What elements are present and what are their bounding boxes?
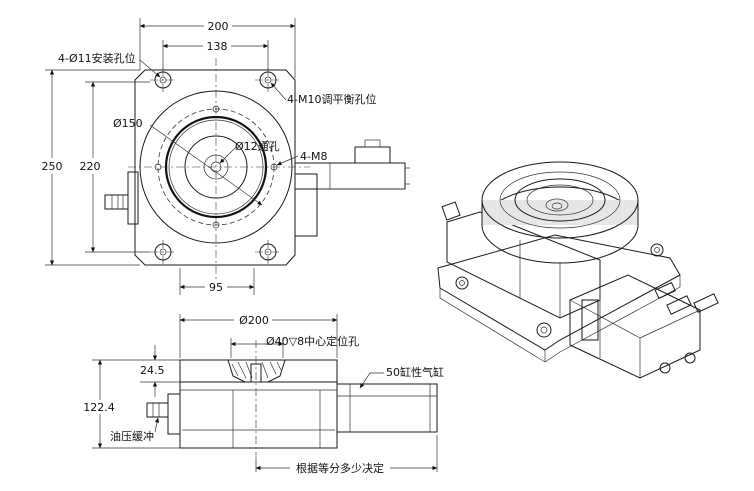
side-disc-top — [179, 359, 338, 383]
side-oil-buffer — [146, 402, 169, 418]
side-cylinder — [336, 383, 438, 433]
label-m10-holes: 4-M10调平衡孔位 — [287, 92, 376, 106]
iso-base-plate — [437, 234, 681, 351]
side-left-block — [167, 393, 181, 435]
dim-width-inner: 138 — [207, 40, 228, 53]
isometric-view — [437, 161, 719, 379]
dim-24-5: 24.5 — [140, 364, 165, 377]
base-plate-outline — [134, 69, 296, 266]
m8-hole-top — [212, 105, 220, 113]
label-oil-buffer: 油压缓冲 — [110, 429, 154, 443]
top-view: 200 138 250 220 95 4-Ø11安装孔位 4-M10调平衡孔位 … — [38, 18, 410, 295]
mount-hole-bl — [150, 240, 176, 264]
center-locating-hole-section — [227, 359, 286, 383]
m8-hole-left — [154, 163, 162, 171]
iso-table-top — [481, 161, 639, 239]
label-mount-holes: 4-Ø11安装孔位 — [58, 51, 136, 65]
label-m8: 4-M8 — [300, 150, 327, 163]
label-length-note: 根据等分多少决定 — [296, 461, 384, 475]
cylinder-body — [294, 162, 406, 190]
mount-hole-tl — [150, 68, 176, 92]
iso-cylinder — [569, 274, 701, 379]
dim-height-inner: 220 — [80, 160, 101, 173]
oil-buffer-rod — [104, 194, 129, 210]
cylinder-end-fitting — [354, 146, 391, 164]
m8-hole-bottom — [212, 221, 220, 229]
dim-dia200: Ø200 — [239, 314, 269, 327]
dim-offset: 95 — [209, 281, 223, 294]
label-dia12: Ø12通孔 — [235, 140, 280, 153]
oil-buffer-block — [127, 171, 139, 225]
mount-hole-tr — [255, 68, 281, 92]
label-dia150: Ø150 — [113, 117, 143, 130]
side-view: Ø200 Ø40▽8中心定位孔 24.5 122.4 50缸性气缸 油压缓冲 根… — [82, 312, 444, 475]
iso-body — [446, 211, 601, 319]
dim-height-outer: 250 — [42, 160, 63, 173]
cylinder-block — [294, 173, 318, 237]
m8-hole-right — [270, 163, 278, 171]
label-center-hole: Ø40▽8中心定位孔 — [266, 334, 359, 348]
mount-hole-br — [255, 240, 281, 264]
dim-122-4: 122.4 — [83, 401, 115, 414]
label-cylinder: 50缸性气缸 — [386, 365, 444, 379]
side-body — [179, 381, 338, 449]
dim-width-outer: 200 — [208, 20, 229, 33]
